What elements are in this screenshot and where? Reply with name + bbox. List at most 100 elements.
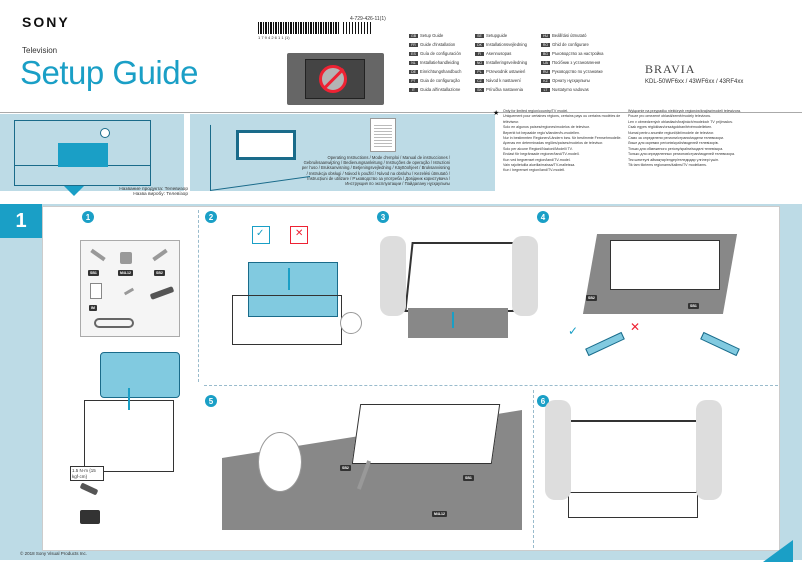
region-note: Csak egyes régiókban/országokban/tévémod… [628,125,713,130]
language-label: Asennusopas [486,51,512,56]
tv-upright [568,420,698,495]
region-note: Тек шектеулі аймақтар/елдер/теледидар үл… [628,157,720,162]
language-code: BG [541,51,550,56]
step-number: 1 [0,204,42,238]
step4-tag-sb2: SB2 [586,295,597,301]
substep-badge-2: 2 [205,211,217,223]
arrow-down-icon [64,186,84,196]
person-left-step6 [545,400,571,500]
region-note: Pouze pro omezené oblasti/země/modely te… [628,114,712,119]
language-code: KZ [541,78,550,83]
language-code: CZ [475,78,484,83]
region-note: Tik tam tikriems regionams/šalims/TV mod… [628,163,707,168]
manual-booklet-icon [90,283,102,299]
substep-badge-3: 3 [377,211,389,223]
barcode-secondary [343,22,373,34]
wall-tv-icon [236,130,296,160]
tv-in-room-icon [58,143,108,167]
language-label: Installeringsveiledning [486,60,528,65]
region-note: Лише для окремих регіонів/країн/моделей … [628,141,719,146]
product-category: Television [22,46,58,55]
person-right [512,236,538,316]
russian-caption: Название продукта: Телевизор Назва вироб… [119,187,188,197]
language-code: SE [475,33,484,38]
language-label: Guida all'installazione [420,87,461,92]
language-label: Einrichtungshandbuch [420,69,462,74]
region-note: Numai pentru anumite regiuni/țări/modele… [628,130,715,135]
divider-vertical-lower [533,390,534,548]
language-label: Guía de configuración [420,51,461,56]
language-label: Ръководство за настройка [552,51,604,56]
step4-tag-sb1: SB1 [688,303,699,309]
person-left [380,236,406,316]
divider-horizontal [204,385,778,386]
copyright: © 2018 Sony Visual Products Inc. [20,551,88,556]
table-step6 [568,492,698,518]
region-notes-left: Only for limited region/country/TV model… [503,109,628,174]
region-note: Endast för begränsade regioner/land/TV-m… [503,152,580,157]
cross-icon: ✕ [630,320,641,334]
language-code: GB [409,33,418,38]
lift-arrow-icon [128,388,130,410]
language-label: Installatiehandleiding [420,60,460,65]
clock-icon [100,128,110,138]
up-arrow-icon [288,268,290,290]
header-divider [0,112,802,113]
part-tag-sb2: SB2 [154,270,165,276]
region-note: Solo per alcune Regioni/Nazioni/Modelli … [503,146,573,151]
region-note: Тільки для обмеженого регіону/країни/мод… [628,146,724,151]
language-code: IT [409,87,418,92]
language-label: Ghid de configurare [552,42,589,47]
region-note: Solo en algunos países/regiones/modelos … [503,125,590,130]
step5-tag-m4l12: M4L12 [432,511,447,517]
region-note: Apenas em determinadas regiões/países/mo… [503,141,604,146]
sony-logo: SONY [22,14,70,30]
region-note: Beperkt tot bepaalde regio's/landen/tv-m… [503,130,581,135]
language-code: RU [541,69,550,74]
step5-tag-sb1: SB1 [463,475,474,481]
tv-lifted-from-box [248,262,338,317]
language-label: Посібник з установлення [552,60,601,65]
step2-box [232,295,342,345]
part-tag-m4l12: M4L12 [118,270,133,276]
toolbox-icon [80,510,100,524]
power-cord-icon [94,318,134,328]
region-note: Kun i begrenset region/land/TV-modell. [503,168,566,173]
region-note: Vain rajoitetuilla alueilla/maissa/TV-ma… [503,163,576,168]
operating-instructions-text: Operating Instructions / Mode d'emploi /… [301,155,450,187]
part-tag-im: IM [89,305,97,311]
screw-detail-circle [258,432,302,492]
hand-detail [340,312,362,334]
language-label: Beállítási útmutató [552,33,587,38]
packaging-box [84,400,174,472]
tv-back-step4 [610,240,720,290]
part-tag-sb1: SB1 [88,270,99,276]
language-code: NO [475,60,484,65]
language-code: PT [409,78,418,83]
language-code: DE [409,69,418,74]
language-code: RO [541,42,550,47]
language-code: NL [409,60,418,65]
region-note: Само за определени региони/страни/модели… [628,136,724,141]
